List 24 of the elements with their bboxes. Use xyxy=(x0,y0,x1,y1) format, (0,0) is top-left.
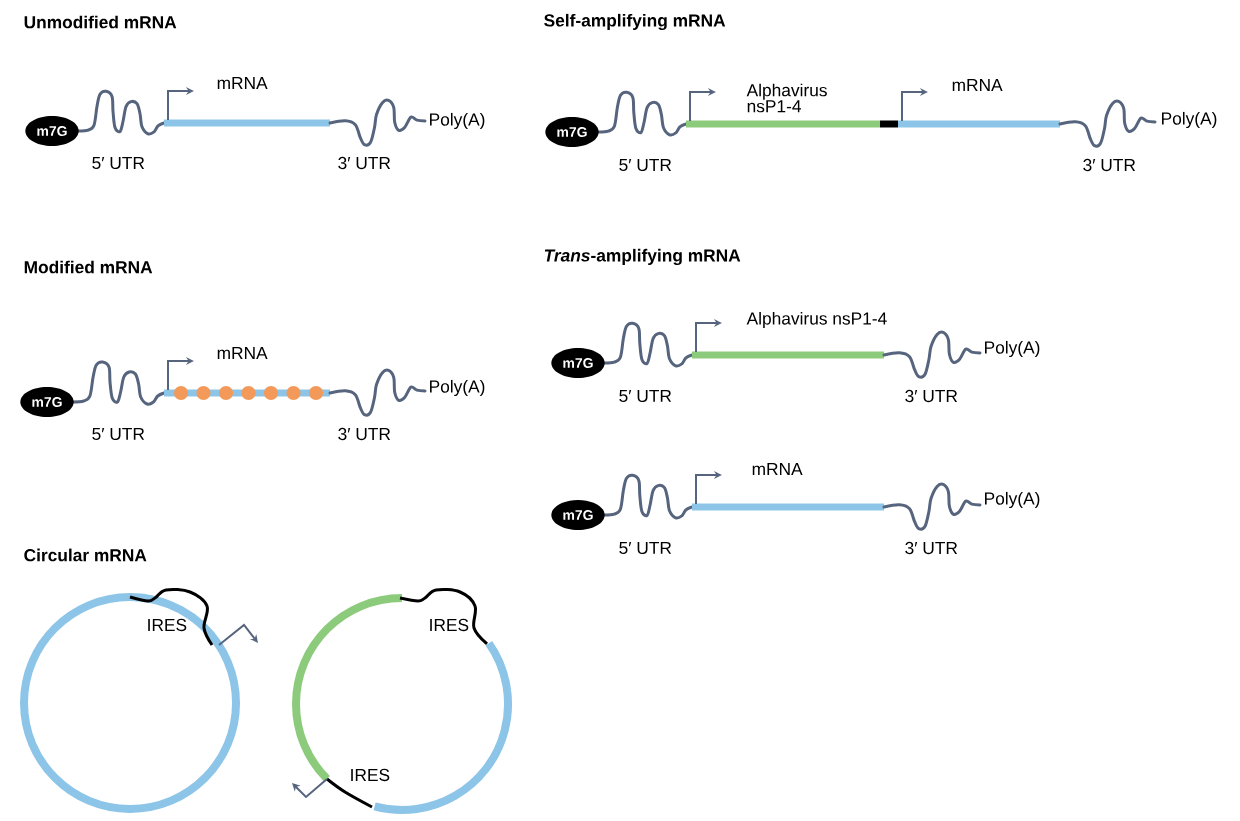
label: mRNA xyxy=(752,463,803,475)
label: Poly(A) xyxy=(985,491,1040,509)
label: mRNA xyxy=(217,77,268,89)
label: IRES xyxy=(148,618,187,632)
label: 5′ UTR xyxy=(619,158,672,172)
panel-title: Self-amplifying mRNA xyxy=(544,13,726,31)
panel-title: Circular mRNA xyxy=(24,548,147,562)
label: 3′ UTR xyxy=(905,541,958,555)
panel-title: Modified mRNA xyxy=(24,260,153,274)
label: Poly(A) xyxy=(985,340,1040,358)
panel-title: Trans-amplifying mRNA xyxy=(544,248,741,266)
label: Alphavirus nsP1-4 xyxy=(746,83,827,113)
label: IRES xyxy=(430,618,469,632)
label: 3′ UTR xyxy=(338,156,391,170)
label: Poly(A) xyxy=(430,379,485,397)
label: mRNA xyxy=(952,79,1003,91)
label: Poly(A) xyxy=(1162,111,1217,129)
label: Alphavirus nsP1-4 xyxy=(746,311,887,329)
label: 3′ UTR xyxy=(338,427,391,441)
panel-title: Unmodified mRNA xyxy=(24,15,177,29)
label: 3′ UTR xyxy=(1083,158,1136,172)
label: IRES xyxy=(351,768,390,782)
label: 3′ UTR xyxy=(905,389,958,403)
label: mRNA xyxy=(217,347,268,359)
